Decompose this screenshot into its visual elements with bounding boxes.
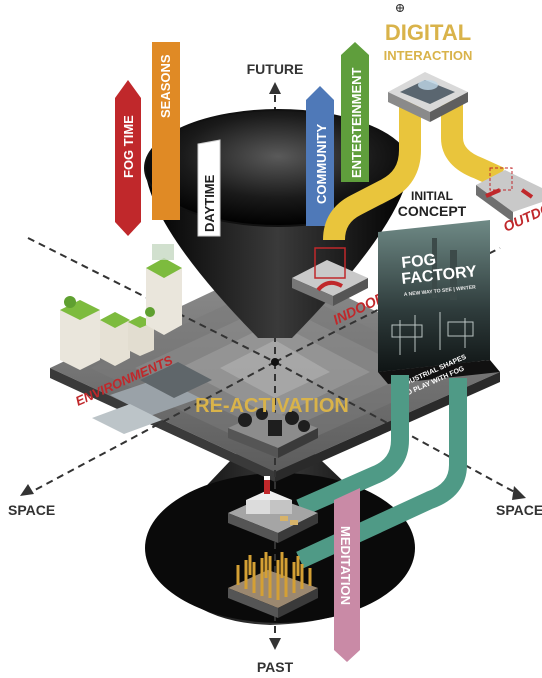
community-label: COMMUNITY — [314, 124, 329, 204]
origin-point — [271, 358, 279, 366]
space-right-arrowhead — [512, 486, 526, 500]
future-label: FUTURE — [247, 61, 304, 77]
digital-interaction-paths — [323, 100, 505, 241]
environment-buildings — [60, 244, 182, 370]
entertainment-label: ENTERTEINMENT — [349, 67, 364, 178]
re-activation-label: RE-ACTIVATION — [195, 395, 349, 417]
past-paths — [296, 375, 467, 569]
poster-title-line1: FOG — [401, 251, 437, 272]
fog-time-label: FOG TIME — [121, 115, 136, 178]
seasons-ribbon[interactable]: SEASONS — [152, 42, 180, 220]
environment-photos — [92, 362, 212, 434]
entertainment-ribbon[interactable]: ENTERTEINMENT — [341, 42, 369, 182]
digital-title: DIGITAL — [385, 20, 471, 45]
seasons-label: SEASONS — [158, 54, 173, 118]
fog-factory-poster[interactable] — [378, 220, 500, 384]
daytime-label: DAYTIME — [202, 174, 217, 232]
daytime-ribbon[interactable]: DAYTIME — [197, 139, 221, 237]
fog-time-ribbon[interactable]: FOG TIME — [115, 80, 141, 236]
re-activation-platform[interactable] — [228, 408, 318, 458]
past-arrowhead — [269, 638, 281, 650]
meditation-label: MEDITATION — [338, 526, 353, 605]
future-arrowhead — [269, 82, 281, 94]
past-label: PAST — [257, 659, 294, 675]
indoor-platform[interactable] — [292, 247, 368, 306]
initial-concept-line2: CONCEPT — [398, 203, 467, 219]
crosshair-icon — [396, 4, 404, 12]
factory-platform[interactable] — [228, 476, 318, 543]
initial-concept-line1: INITIAL — [411, 189, 453, 203]
outdoor-platform[interactable] — [476, 167, 542, 222]
space-right-label: SPACE — [496, 502, 542, 518]
space-left-arrowhead — [20, 484, 34, 496]
space-left-label: SPACE — [8, 502, 55, 518]
digital-interaction-platform[interactable] — [388, 72, 468, 122]
wheat-field-platform[interactable] — [228, 552, 318, 618]
digital-subtitle: INTERACTION — [384, 48, 473, 63]
community-ribbon[interactable]: COMMUNITY — [306, 86, 334, 226]
meditation-ribbon[interactable]: MEDITATION — [334, 488, 360, 662]
